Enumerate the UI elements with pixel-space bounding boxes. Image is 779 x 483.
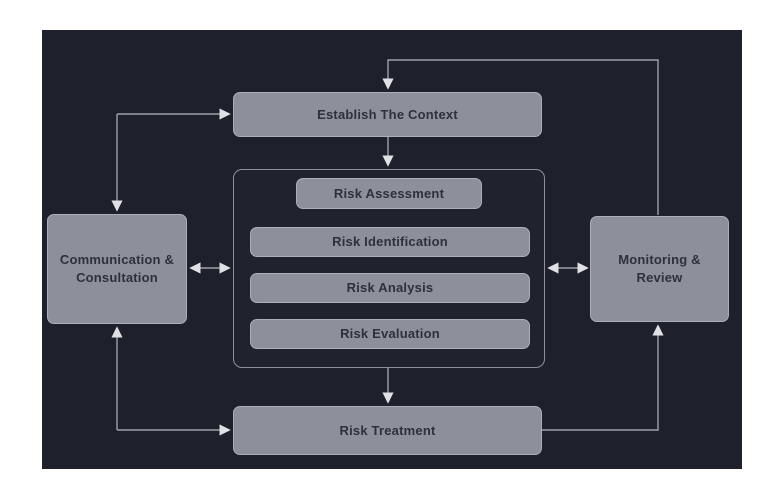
- node-establish-context: Establish The Context: [233, 92, 542, 137]
- node-risk-evaluation-label: Risk Evaluation: [340, 326, 440, 342]
- node-monitoring-review-label: Monitoring & Review: [618, 252, 701, 285]
- node-risk-analysis-label: Risk Analysis: [346, 280, 434, 296]
- node-risk-treatment: Risk Treatment: [233, 406, 542, 455]
- node-risk-evaluation: Risk Evaluation: [250, 319, 530, 349]
- diagram-canvas: Establish The Context Risk Assessment Ri…: [42, 30, 742, 469]
- connector-layer: [111, 59, 664, 436]
- node-risk-analysis: Risk Analysis: [250, 273, 530, 303]
- risk-assessment-group: Risk Assessment Risk Identification Risk…: [233, 169, 545, 368]
- node-risk-assessment: Risk Assessment: [296, 178, 482, 209]
- node-risk-assessment-label: Risk Assessment: [333, 185, 445, 201]
- edge-treatment-monitor: [542, 324, 664, 431]
- node-risk-identification-label: Risk Identification: [332, 234, 448, 250]
- node-risk-identification: Risk Identification: [250, 227, 530, 257]
- node-monitoring-review: Monitoring & Review: [590, 216, 729, 322]
- node-communication-consultation: Communication & Consultation: [47, 214, 187, 324]
- edge-monitor-establish: [382, 59, 659, 215]
- node-establish-context-label: Establish The Context: [317, 106, 458, 122]
- node-risk-treatment-label: Risk Treatment: [339, 422, 436, 438]
- node-communication-consultation-label: Communication & Consultation: [59, 252, 175, 285]
